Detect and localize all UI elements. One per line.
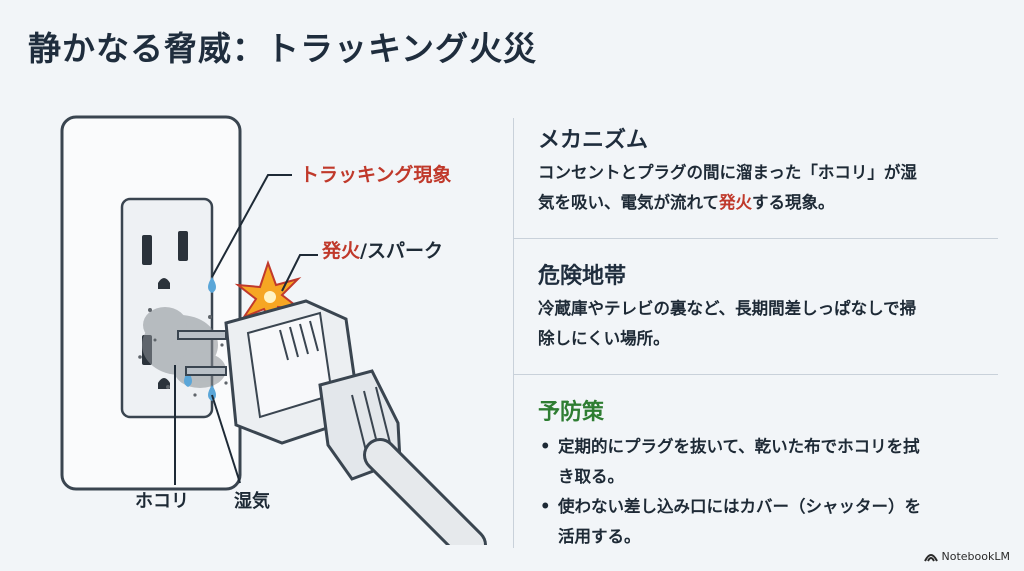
mechanism-line-1: コンセントとプラグの間に溜まった「ホコリ」が湿 [538,163,917,182]
leader-line [211,394,241,484]
list-item: 定期的にプラグを抜いて、乾いた布でホコリを拭 き取る。 [538,432,993,492]
outlet-plug-illustration [60,115,487,545]
prevention-item-1-line-2: き取る。 [558,467,624,486]
danger-line-1: 冷蔵庫やテレビの裏など、長期間差しっぱなしで掃 [538,299,917,318]
panel-divider-vertical [513,118,514,548]
plug-prong [185,366,227,376]
brand-mark: NotebookLM [923,550,1010,563]
label-moisture: 湿気 [234,491,270,512]
plug-prong [177,330,227,340]
label-tracking: トラッキング現象 [300,164,452,186]
prevention-body: 定期的にプラグを抜いて、乾いた布でホコリを拭 き取る。 使わない差し込み口にはカ… [538,432,993,552]
label-dust: ホコリ [135,491,189,512]
socket-slot [178,231,188,261]
list-item: 使わない差し込み口にはカバー（シャッター）を 活用する。 [538,492,993,552]
label-spark-fire: 発火 [322,240,361,262]
mechanism-fire-word: 発火 [719,193,753,212]
divider [513,238,998,239]
danger-line-2: 除しにくい場所。 [538,329,670,348]
dust-particles [138,308,228,397]
mechanism-line-2b: する現象。 [752,193,835,212]
notebooklm-logo-icon [923,553,938,561]
brand-label: NotebookLM [941,550,1010,563]
prevention-heading: 予防策 [538,400,605,425]
mechanism-body: コンセントとプラグの間に溜まった「ホコリ」が湿 気を吸い、電気が流れて発火する現… [538,158,993,218]
leader-line [281,254,318,292]
socket-slot [142,235,152,265]
prevention-list: 定期的にプラグを抜いて、乾いた布でホコリを拭 き取る。 使わない差し込み口にはカ… [538,432,993,552]
page-title: 静かなる脅威：トラッキング火災 [28,29,538,68]
label-spark: 発火/スパーク [322,236,443,263]
mechanism-line-2a: 気を吸い、電気が流れて [538,193,720,212]
mechanism-heading: メカニズム [538,128,649,153]
prevention-item-2-line-1: 使わない差し込み口にはカバー（シャッター）を [558,497,921,516]
danger-body: 冷蔵庫やテレビの裏など、長期間差しっぱなしで掃 除しにくい場所。 [538,294,993,354]
divider [513,374,998,375]
leader-line [211,174,292,278]
danger-heading: 危険地帯 [538,264,627,289]
label-spark-rest: /スパーク [360,240,443,262]
prevention-item-2-line-2: 活用する。 [558,527,641,546]
prevention-item-1-line-1: 定期的にプラグを抜いて、乾いた布でホコリを拭 [558,437,920,456]
mechanism-line-2: 気を吸い、電気が流れて発火する現象。 [538,188,993,218]
ground-hole [158,278,170,289]
